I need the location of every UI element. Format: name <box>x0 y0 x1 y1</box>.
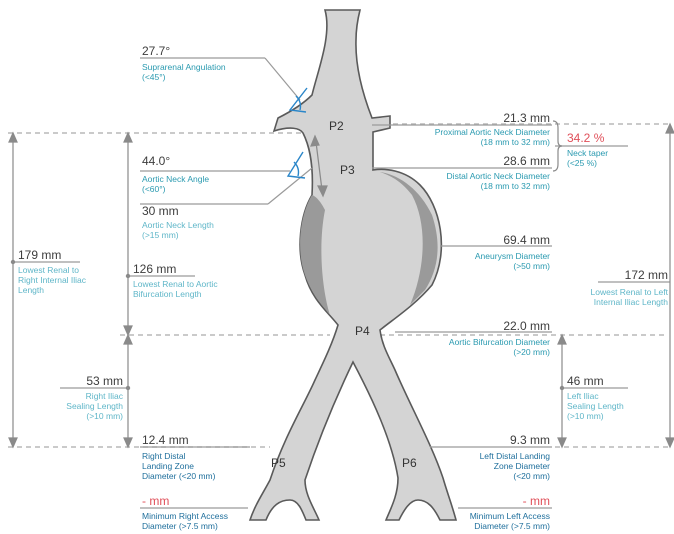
right-distal-landing-value: 12.4 mm <box>142 433 189 447</box>
aortic-neck-angle-label: Aortic Neck Angle(<60°) <box>142 174 209 194</box>
left-access-value: - mm <box>523 494 550 508</box>
left-distal-landing-value: 9.3 mm <box>510 433 550 447</box>
bifurcation-diameter-value: 22.0 mm <box>503 319 550 333</box>
suprarenal-angulation-value: 27.7° <box>142 44 170 58</box>
aneurysm-diameter-value: 69.4 mm <box>503 233 550 247</box>
distal-neck-diameter-label: Distal Aortic Neck Diameter(18 mm to 32 … <box>447 171 550 191</box>
aortic-neck-length-label: Aortic Neck Length(>15 mm) <box>142 220 214 240</box>
left-iliac-sealing-value: 46 mm <box>567 374 604 388</box>
bifurcation-diameter-label: Aortic Bifurcation Diameter(>20 mm) <box>449 337 550 357</box>
suprarenal-angulation-label: Suprarenal Angulation(<45°) <box>142 62 226 82</box>
angle-icon <box>288 152 305 178</box>
segment-label-p5: P5 <box>271 456 286 470</box>
neck-taper-value: 34.2 % <box>567 131 604 145</box>
aneurysm-diameter-label: Aneurysm Diameter(>50 mm) <box>475 251 550 271</box>
segment-label-p4: P4 <box>355 324 370 338</box>
aortic-neck-length-value: 30 mm <box>142 204 179 218</box>
renal-to-left-iliac-value: 172 mm <box>625 268 668 282</box>
segment-label-p6: P6 <box>402 456 417 470</box>
aortic-neck-angle-value: 44.0° <box>142 154 170 168</box>
dimension-dots <box>11 260 564 390</box>
proximal-neck-diameter-value: 21.3 mm <box>503 111 550 125</box>
right-access-value: - mm <box>142 494 169 508</box>
renal-to-bifurcation-value: 126 mm <box>133 262 176 276</box>
distal-neck-diameter-value: 28.6 mm <box>503 154 550 168</box>
renal-to-right-iliac-value: 179 mm <box>18 248 61 262</box>
vessel <box>250 10 456 520</box>
right-iliac-sealing-value: 53 mm <box>86 374 123 388</box>
neck-taper-label: Neck taper(<25 %) <box>567 148 608 168</box>
proximal-neck-diameter-label: Proximal Aortic Neck Diameter(18 mm to 3… <box>435 127 550 147</box>
segment-label-p2: P2 <box>329 119 344 133</box>
segment-label-p3: P3 <box>340 163 355 177</box>
